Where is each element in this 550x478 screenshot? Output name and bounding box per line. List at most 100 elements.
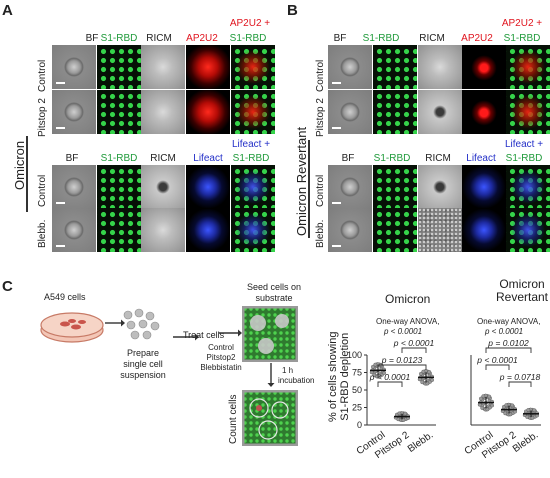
image-ricm	[141, 165, 185, 209]
image-merge	[506, 165, 550, 209]
data-point	[477, 402, 482, 407]
data-point	[485, 407, 490, 412]
image-ricm	[418, 208, 462, 252]
p-value-label: p < 0.0001	[393, 338, 435, 348]
header-merge-line2: S1-RBD	[503, 33, 541, 44]
header-ricm: RICM	[419, 33, 445, 44]
image-ricm	[418, 45, 462, 89]
header-merge-line1: AP2U2 +	[229, 18, 271, 29]
image-lifeact	[186, 165, 230, 209]
anova-label: One-way ANOVA,	[376, 317, 440, 326]
group-divider	[308, 140, 310, 238]
arrow-icon	[105, 319, 125, 327]
p-value-label: p = 0.0718	[499, 372, 541, 382]
image-merge	[231, 45, 275, 89]
header-s1rbd: S1-RBD	[362, 33, 400, 44]
anova-p-value: p < 0.0001	[384, 327, 423, 336]
incubation-label: 1 h incubation	[278, 366, 315, 385]
image-s1rbd	[373, 165, 417, 209]
header-bf: BF	[341, 153, 355, 164]
image-bf	[52, 90, 96, 134]
data-point	[403, 411, 408, 416]
image-ap2u2	[186, 90, 230, 134]
data-point	[371, 364, 375, 369]
header-ricm: RICM	[150, 153, 176, 164]
image-lifeact	[186, 208, 230, 252]
data-point	[425, 381, 430, 386]
image-ap2u2	[462, 45, 506, 89]
data-point	[421, 369, 426, 374]
header-merge-line1: Lifeact +	[504, 139, 544, 150]
header-bf: BF	[65, 153, 79, 164]
image-s1rbd	[373, 90, 417, 134]
anova-p-value: p < 0.0001	[485, 327, 524, 336]
image-merge	[231, 208, 275, 252]
image-bf	[52, 165, 96, 209]
image-bf	[328, 208, 372, 252]
image-bf	[328, 45, 372, 89]
data-point	[373, 362, 378, 367]
header-merge-line2: S1-RBD	[229, 33, 267, 44]
p-value-label: p < 0.0001	[476, 355, 518, 365]
data-point	[372, 373, 377, 378]
substrate-count-icon	[242, 390, 298, 446]
data-point	[397, 411, 402, 416]
image-s1rbd	[97, 165, 141, 209]
prepare-step-label: Prepare single cell suspension	[120, 348, 166, 380]
category-label: Blebb.	[511, 430, 541, 455]
image-ap2u2	[462, 90, 506, 134]
header-merge-line2: S1-RBD	[505, 153, 543, 164]
data-point	[532, 408, 537, 413]
panel-label-c: C	[2, 278, 13, 295]
header-ap2u2: AP2U2	[186, 33, 218, 44]
image-s1rbd	[97, 90, 141, 134]
data-point	[430, 378, 435, 382]
image-s1rbd	[97, 208, 141, 252]
data-point	[508, 412, 513, 417]
data-point	[487, 394, 492, 399]
significance-bracket	[508, 381, 532, 387]
y-tick-label: 0	[357, 420, 362, 430]
substrate-seeded-icon	[242, 306, 298, 362]
data-point	[377, 374, 382, 379]
significance-bracket	[485, 364, 510, 370]
significance-bracket	[377, 364, 427, 370]
a549-label: A549 cells	[44, 292, 86, 302]
y-tick-label: 50	[352, 385, 362, 395]
data-point	[479, 396, 483, 401]
data-point	[427, 370, 432, 374]
header-bf: BF	[333, 33, 347, 44]
chart-title-omicron: Omicron	[385, 292, 431, 306]
anova-label: One-way ANOVA,	[477, 317, 541, 326]
data-point	[510, 403, 515, 408]
image-s1rbd	[373, 208, 417, 252]
data-point	[420, 380, 425, 385]
image-ricm	[418, 165, 462, 209]
image-bf	[328, 90, 372, 134]
p-value-label: p = 0.0102	[487, 338, 529, 348]
image-lifeact	[462, 165, 506, 209]
image-s1rbd	[97, 45, 141, 89]
data-point	[513, 409, 518, 414]
y-tick-label: 25	[352, 403, 362, 413]
image-bf	[52, 208, 96, 252]
data-point	[526, 408, 531, 412]
significance-bracket	[485, 347, 532, 353]
y-tick-label: 100	[347, 350, 362, 360]
image-merge	[231, 165, 275, 209]
header-ap2u2: AP2U2	[461, 33, 493, 44]
significance-bracket	[377, 381, 403, 387]
group-divider	[26, 136, 28, 212]
image-s1rbd	[373, 45, 417, 89]
chart-title-omicron-revertant: Omicron Revertant	[495, 277, 549, 304]
image-ricm	[141, 45, 185, 89]
image-merge	[506, 90, 550, 134]
data-point	[480, 406, 485, 410]
arrow-icon	[219, 329, 242, 337]
image-ricm	[418, 90, 462, 134]
header-lifeact: Lifeact	[466, 153, 496, 164]
image-bf	[328, 165, 372, 209]
data-point	[503, 411, 508, 416]
